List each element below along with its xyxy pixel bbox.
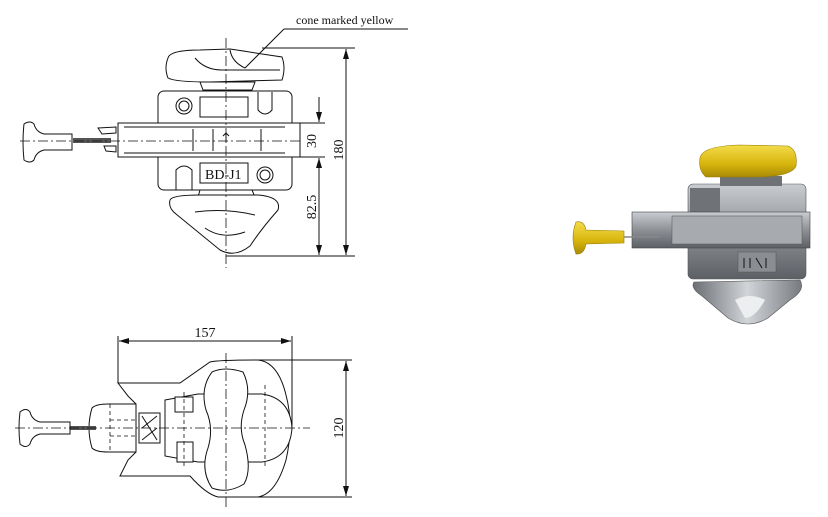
callout-label: cone marked yellow <box>296 13 394 27</box>
dim-82-5: 82.5 <box>305 195 320 220</box>
dim-157: 157 <box>195 326 216 341</box>
bottom-view: 157 120 <box>15 326 352 508</box>
cone-render-yellow <box>699 144 797 178</box>
plate-box <box>199 162 249 184</box>
handle-render-yellow <box>572 221 625 255</box>
slide-bar <box>117 122 301 158</box>
product-render <box>572 144 811 325</box>
plate-label: BD-J1 <box>205 168 242 183</box>
top-cone <box>165 48 285 83</box>
pull-handle-bottom <box>18 409 71 447</box>
pull-handle <box>22 121 73 163</box>
top-view: BD-J1 30 82.5 180 cone marked yellow <box>20 13 408 268</box>
dim-30: 30 <box>305 134 320 148</box>
dim-180: 180 <box>332 140 347 161</box>
bottom-cone <box>169 194 280 254</box>
dim-120: 120 <box>332 418 347 439</box>
